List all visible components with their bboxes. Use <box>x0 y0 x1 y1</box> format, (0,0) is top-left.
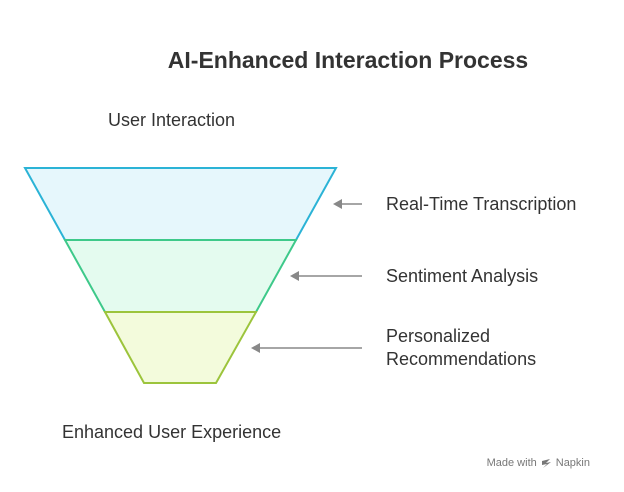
napkin-brand-text: Napkin <box>555 457 590 469</box>
napkin-watermark[interactable]: Made with Napkin <box>487 457 590 469</box>
arrow-left-icon <box>290 271 362 281</box>
funnel-input-label: User Interaction <box>108 110 236 130</box>
stage-label-personalized-recommendations: Personalized Recommendations <box>386 325 536 371</box>
funnel-stage-sentiment-analysis <box>63 239 298 313</box>
funnel-stage-personalized-recommendations <box>103 311 258 384</box>
napkin-logo-icon <box>541 458 551 468</box>
funnel-stage-real-time-transcription <box>23 167 338 241</box>
made-with-text: Made with <box>486 457 537 469</box>
stage-label-line: Recommendations <box>386 349 537 369</box>
arrow-left-icon <box>333 199 362 209</box>
diagram-title: AI-Enhanced Interaction Process <box>167 47 529 73</box>
stage-label-sentiment-analysis: Sentiment Analysis <box>386 265 538 288</box>
stage-label-line: Real-Time Transcription <box>386 194 577 214</box>
stage-label-real-time-transcription: Real-Time Transcription <box>386 193 576 216</box>
funnel-output-label: Enhanced User Experience <box>62 422 282 442</box>
arrow-left-icon <box>251 343 362 353</box>
stage-label-line: Sentiment Analysis <box>386 266 539 286</box>
stage-label-line: Personalized <box>386 326 491 346</box>
